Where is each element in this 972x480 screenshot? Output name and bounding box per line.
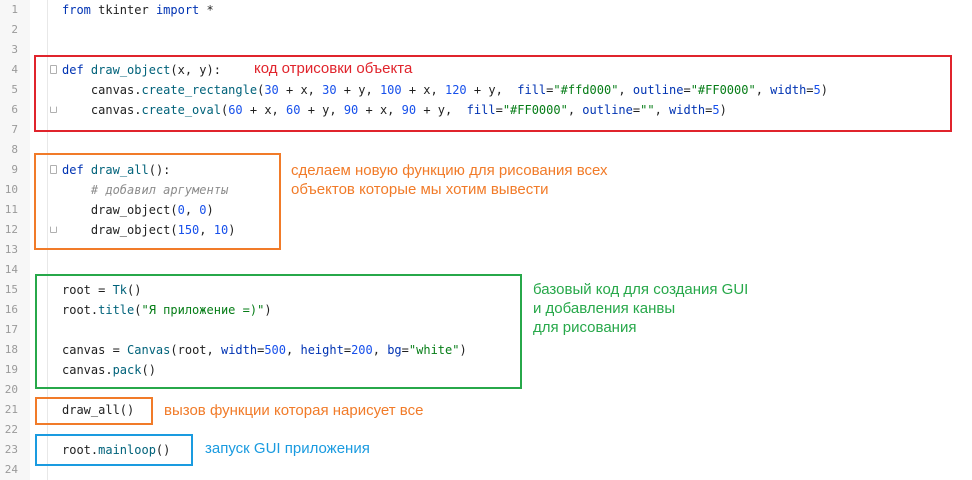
code-line-24[interactable]: 24 <box>0 460 972 480</box>
line-number: 22 <box>4 423 18 436</box>
gutter-separator <box>47 0 48 480</box>
line-number: 1 <box>11 3 18 16</box>
code-line-15[interactable]: 15 root = Tk() <box>0 280 972 300</box>
code-line-21[interactable]: 21 draw_all() <box>0 400 972 420</box>
code-line-3[interactable]: 3 <box>0 40 972 60</box>
code-line-5[interactable]: 5 canvas.create_rectangle(30 + x, 30 + y… <box>0 80 972 100</box>
code-line-14[interactable]: 14 <box>0 260 972 280</box>
annotation-draw-all-function: сделаем новую функцию для рисования всех… <box>291 162 608 198</box>
line-number: 3 <box>11 43 18 56</box>
annotation-frame-green <box>35 274 522 389</box>
code-text[interactable]: def draw_all(): <box>62 163 171 177</box>
code-line-18[interactable]: 18 canvas = Canvas(root, width=500, heig… <box>0 340 972 360</box>
annotation-frame-blue <box>35 434 193 466</box>
code-line-9[interactable]: 9 def draw_all(): <box>0 160 972 180</box>
code-line-19[interactable]: 19 canvas.pack() <box>0 360 972 380</box>
fold-end-icon[interactable] <box>50 106 57 113</box>
code-line-20[interactable]: 20 <box>0 380 972 400</box>
code-line-12[interactable]: 12 draw_object(150, 10) <box>0 220 972 240</box>
annotation-frame-red <box>34 55 952 132</box>
code-line-10[interactable]: 10 # добавил аргументы <box>0 180 972 200</box>
line-number: 10 <box>4 183 18 196</box>
code-text[interactable]: canvas.pack() <box>62 363 156 377</box>
code-line-1[interactable]: 1 from tkinter import * <box>0 0 972 20</box>
line-number: 7 <box>11 123 18 136</box>
line-number: 21 <box>4 403 18 416</box>
line-number: 20 <box>4 383 18 396</box>
code-line-13[interactable]: 13 <box>0 240 972 260</box>
annotation-frame-orange-call <box>35 397 153 425</box>
line-number: 12 <box>4 223 18 236</box>
line-number-gutter <box>0 0 30 480</box>
annotation-mainloop: запуск GUI приложения <box>205 440 370 457</box>
code-line-6[interactable]: 6 canvas.create_oval(60 + x, 60 + y, 90 … <box>0 100 972 120</box>
code-line-16[interactable]: 16 root.title("Я приложение =)") <box>0 300 972 320</box>
code-text[interactable]: draw_object(0, 0) <box>62 203 214 217</box>
line-number: 16 <box>4 303 18 316</box>
code-text[interactable]: draw_all() <box>62 403 135 417</box>
code-line-8[interactable]: 8 <box>0 140 972 160</box>
code-text[interactable]: canvas = Canvas(root, width=500, height=… <box>62 343 467 357</box>
line-number: 15 <box>4 283 18 296</box>
code-text[interactable]: canvas.create_rectangle(30 + x, 30 + y, … <box>62 83 828 97</box>
annotation-draw-all-call: вызов функции которая нарисует все <box>164 402 424 419</box>
code-line-11[interactable]: 11 draw_object(0, 0) <box>0 200 972 220</box>
code-text[interactable]: canvas.create_oval(60 + x, 60 + y, 90 + … <box>62 103 727 117</box>
code-text[interactable]: def draw_object(x, y): <box>62 63 221 77</box>
fold-end-icon[interactable] <box>50 226 57 233</box>
line-number: 11 <box>4 203 18 216</box>
line-number: 23 <box>4 443 18 456</box>
line-number: 6 <box>11 103 18 116</box>
line-number: 19 <box>4 363 18 376</box>
line-number: 8 <box>11 143 18 156</box>
fold-toggle-icon[interactable] <box>50 65 57 74</box>
code-text[interactable]: root = Tk() <box>62 283 142 297</box>
code-comment[interactable]: # добавил аргументы <box>62 183 229 197</box>
line-number: 17 <box>4 323 18 336</box>
code-line-23[interactable]: 23 root.mainloop() <box>0 440 972 460</box>
fold-toggle-icon[interactable] <box>50 165 57 174</box>
annotation-gui-setup: базовый код для создания GUI и добавлени… <box>533 281 749 336</box>
code-line-4[interactable]: 4 def draw_object(x, y): <box>0 60 972 80</box>
code-line-7[interactable]: 7 <box>0 120 972 140</box>
line-number: 18 <box>4 343 18 356</box>
line-number: 4 <box>11 63 18 76</box>
line-number: 13 <box>4 243 18 256</box>
line-number: 24 <box>4 463 18 476</box>
code-text[interactable]: root.mainloop() <box>62 443 171 457</box>
code-text[interactable]: from tkinter import * <box>62 3 214 17</box>
code-line-2[interactable]: 2 <box>0 20 972 40</box>
annotation-drawing-code: код отрисовки объекта <box>254 60 413 77</box>
code-text[interactable]: root.title("Я приложение =)") <box>62 303 272 317</box>
line-number: 9 <box>11 163 18 176</box>
code-text[interactable]: draw_object(150, 10) <box>62 223 236 237</box>
annotation-frame-orange <box>34 153 281 250</box>
code-line-17[interactable]: 17 <box>0 320 972 340</box>
line-number: 2 <box>11 23 18 36</box>
line-number: 14 <box>4 263 18 276</box>
line-number: 5 <box>11 83 18 96</box>
code-line-22[interactable]: 22 <box>0 420 972 440</box>
